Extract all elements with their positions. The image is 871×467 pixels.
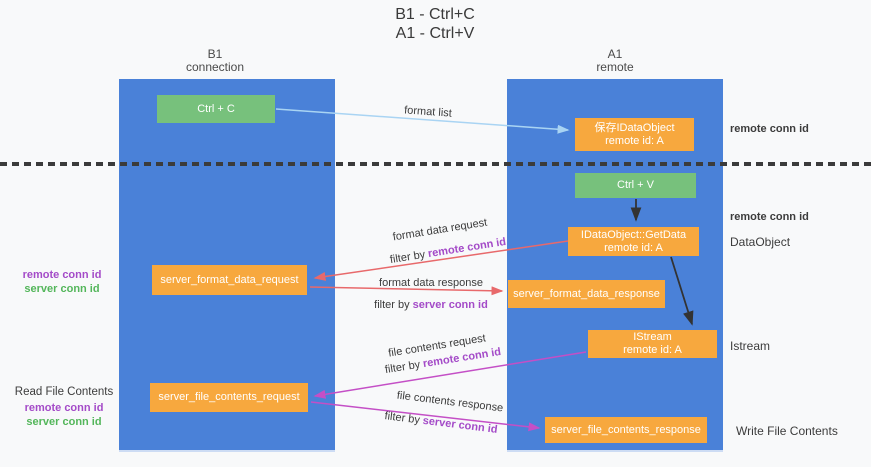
- left-lifeline-name: B1: [207, 47, 223, 61]
- server-conn-id-text: server conn id: [412, 299, 488, 311]
- format-data-request-arrow: [313, 240, 569, 281]
- istream-box: IStream remote id: A: [588, 330, 717, 358]
- title-line-1: B1 - Ctrl+C: [395, 6, 475, 23]
- file-contents-response-arrow: [310, 401, 541, 432]
- server-file-contents-response-label: server_file_contents_response: [551, 423, 701, 436]
- remote-conn-id-annotation-left: remote conn id: [22, 269, 102, 281]
- format-list-arrow: [275, 108, 570, 134]
- read-file-contents-group: Read File Contents remote conn id server…: [12, 385, 116, 429]
- getdata-line2: remote id: A: [604, 241, 663, 254]
- left-conn-id-group: remote conn id server conn id: [14, 268, 110, 296]
- dataobject-annotation: DataObject: [730, 235, 791, 249]
- remote-conn-id-annotation-mid: remote conn id: [730, 211, 809, 223]
- istream-annotation: Istream: [730, 339, 771, 353]
- ctrl-v-label: Ctrl + V: [617, 179, 654, 191]
- phase-separator-dashed-line: [0, 162, 871, 166]
- getdata-line1: IDataObject::GetData: [580, 228, 687, 241]
- istream-line2: remote id: A: [623, 344, 682, 356]
- remote-conn-id-annotation-top: remote conn id: [730, 123, 809, 135]
- getdata-to-istream-arrow: [670, 256, 694, 326]
- ctrl-c-action-box: Ctrl + C: [157, 95, 275, 123]
- diagram-title: B1 - Ctrl+C A1 - Ctrl+V: [330, 5, 540, 43]
- save-dataobject-box: 保存IDataObject remote id: A: [575, 118, 694, 151]
- right-lifeline-header: A1 remote: [545, 48, 685, 74]
- remote-conn-id-annotation-bottom: remote conn id: [24, 402, 104, 414]
- format-data-response-label: format data response: [379, 277, 483, 289]
- server-format-data-response-label: server_format_data_response: [513, 287, 660, 300]
- server-file-contents-request-label: server_file_contents_request: [158, 391, 300, 403]
- ctrl-c-label: Ctrl + C: [197, 102, 235, 115]
- server-conn-id-annotation-left: server conn id: [24, 283, 100, 295]
- filter-by-text: filter by: [374, 299, 410, 311]
- file-contents-request-arrow: [313, 351, 587, 399]
- save-dataobject-line2: remote id: A: [605, 134, 664, 147]
- title-line-2: A1 - Ctrl+V: [395, 25, 475, 42]
- ctrl-v-action-box: Ctrl + V: [575, 173, 696, 198]
- format-data-response-arrow: [309, 286, 504, 296]
- right-lifeline-name: A1: [607, 47, 623, 61]
- read-file-contents-annotation: Read File Contents: [14, 386, 114, 398]
- server-format-data-request-box: server_format_data_request: [152, 265, 307, 295]
- left-lifeline-header: B1 connection: [145, 48, 285, 74]
- server-format-data-request-label: server_format_data_request: [160, 273, 299, 286]
- idataobject-getdata-box: IDataObject::GetData remote id: A: [568, 227, 699, 256]
- istream-line1: IStream: [633, 331, 672, 343]
- write-file-contents-annotation: Write File Contents: [736, 424, 838, 438]
- server-format-data-response-box: server_format_data_response: [508, 280, 665, 308]
- server-file-contents-request-box: server_file_contents_request: [150, 383, 308, 412]
- left-lifeline-role: connection: [185, 60, 245, 74]
- right-lifeline-role: remote: [596, 60, 634, 74]
- server-conn-id-annotation-bottom: server conn id: [26, 416, 102, 428]
- save-dataobject-line1: 保存IDataObject: [594, 121, 675, 134]
- server-file-contents-response-box: server_file_contents_response: [545, 417, 707, 443]
